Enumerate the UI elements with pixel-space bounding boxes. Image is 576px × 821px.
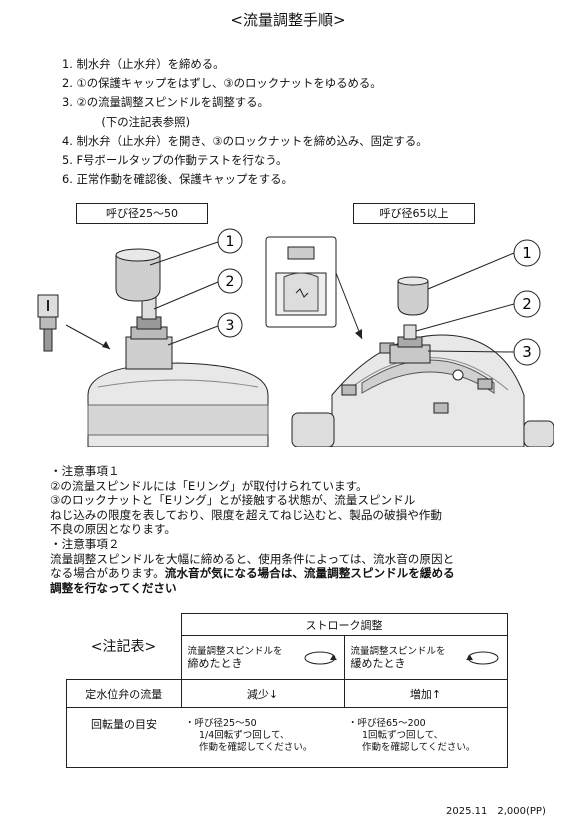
- caution-line-6-normal: なる場合があります。: [50, 566, 165, 581]
- caution-line-6: なる場合があります。流水音が気になる場合は、流量調整スピンドルを緩める: [50, 566, 540, 581]
- step-4: 4. 制水弁（止水弁）を開き、③のロックナットを締め込み、固定する。: [62, 133, 428, 148]
- tighten-label-2: 締めたとき: [187, 656, 243, 670]
- step-5: 5. F号ボールタップの作動テストを行なう。: [62, 153, 288, 168]
- loosen-label-1: 流量調整スピンドルを: [350, 645, 446, 657]
- callout-1-circle: [217, 228, 243, 254]
- callout-1: 1: [226, 234, 235, 250]
- procedure-steps: 1. 制水弁（止水弁）を締める。 2. ①の保護キャップをはずし、③のロックナッ…: [62, 55, 428, 189]
- large-callout-2: 2: [522, 295, 532, 313]
- caution-line-1: ②の流量スピンドルには「Eリング」が取付けられています。: [50, 478, 368, 493]
- large-callout-1: 1: [522, 244, 532, 262]
- rotation-small-1: ・呼び径25～50: [185, 718, 257, 729]
- valve-inset-icon: [265, 236, 337, 328]
- callout-2: 2: [226, 274, 235, 290]
- rotation-small-2: 1/4回転ずつ回して、: [199, 730, 290, 741]
- caution-line-3: ねじ込みの限度を表しており、限度を超えてねじ込むと、製品の破損や作動: [50, 507, 442, 522]
- clockwise-icon: [304, 651, 337, 664]
- large-callout-3: 3: [522, 343, 532, 361]
- callout-3: 3: [226, 318, 235, 334]
- flow-row-label: 定水位弁の流量: [66, 679, 182, 708]
- flow-decrease: 減少↓: [180, 679, 345, 708]
- flow-increase: 増加↑: [343, 679, 508, 708]
- page-title: <流量調整手順>: [230, 11, 346, 29]
- reference-table-title: <注記表>: [90, 639, 157, 656]
- caution-line-7: 調整を行なってください: [50, 580, 177, 595]
- print-info: 2025.11 2,000(PP): [446, 806, 546, 817]
- loosen-header: 流量調整スピンドルを 緩めたとき: [343, 635, 508, 680]
- large-valve-illustration: 1 2 3: [265, 236, 554, 447]
- tag-inset-icon: [37, 294, 59, 352]
- callout-2-circle: [217, 268, 243, 294]
- caution-line-5: 流量調整スピンドルを大幅に締めると、使用条件によっては、流水音の原因と: [50, 551, 455, 566]
- rotation-large-2: 1回転ずつ回して、: [362, 730, 444, 741]
- large-size-label: 呼び径65以上: [353, 203, 475, 224]
- tighten-header: 流量調整スピンドルを 締めたとき: [180, 635, 345, 680]
- step-1: 1. 制水弁（止水弁）を締める。: [62, 57, 225, 71]
- small-valve-illustration: 1 2 3: [37, 228, 269, 447]
- caution-heading-2: ・注意事項２: [50, 536, 120, 551]
- counterclockwise-icon: [465, 651, 498, 664]
- caution-line-4: 不良の原因となります。: [50, 522, 177, 537]
- small-size-label: 呼び径25～50: [76, 203, 208, 224]
- loosen-label-2: 緩めたとき: [350, 656, 406, 670]
- rotation-small: ・呼び径25～50 1/4回転ずつ回して、 作動を確認してください。: [181, 707, 344, 768]
- caution-line-2: ③のロックナットと「Eリング」とが接触する状態が、流量スピンドル: [50, 493, 416, 508]
- step-6: 6. 正常作動を確認後、保護キャップをする。: [62, 172, 293, 187]
- rotation-row-label: 回転量の目安: [66, 707, 181, 768]
- caution-line-6-bold: 流水音が気になる場合は、流量調整スピンドルを緩める: [164, 566, 455, 581]
- rotation-large: ・呼び径65～200 1回転ずつ回して、 作動を確認してください。: [344, 707, 508, 768]
- callout-3-circle: [217, 312, 243, 338]
- stroke-header: ストローク調整: [180, 613, 508, 636]
- rotation-small-3: 作動を確認してください。: [199, 742, 313, 753]
- rotation-large-1: ・呼び径65～200: [348, 718, 426, 729]
- rotation-large-3: 作動を確認してください。: [362, 742, 476, 753]
- step-3-note: (下の注記表参照): [90, 114, 191, 129]
- caution-heading-1: ・注意事項１: [50, 464, 120, 478]
- step-2: 2. ①の保護キャップをはずし、③のロックナットをゆるめる。: [62, 76, 382, 91]
- reference-table: <注記表> ストローク調整 流量調整スピンドルを 締めたとき 流量調整スピンドル…: [66, 613, 508, 768]
- step-3: 3. ②の流量調整スピンドルを調整する。: [62, 95, 269, 110]
- caution-notes: ・注意事項１ ②の流量スピンドルには「Eリング」が取付けられています。 ③のロッ…: [50, 464, 540, 595]
- tighten-label-1: 流量調整スピンドルを: [187, 645, 283, 657]
